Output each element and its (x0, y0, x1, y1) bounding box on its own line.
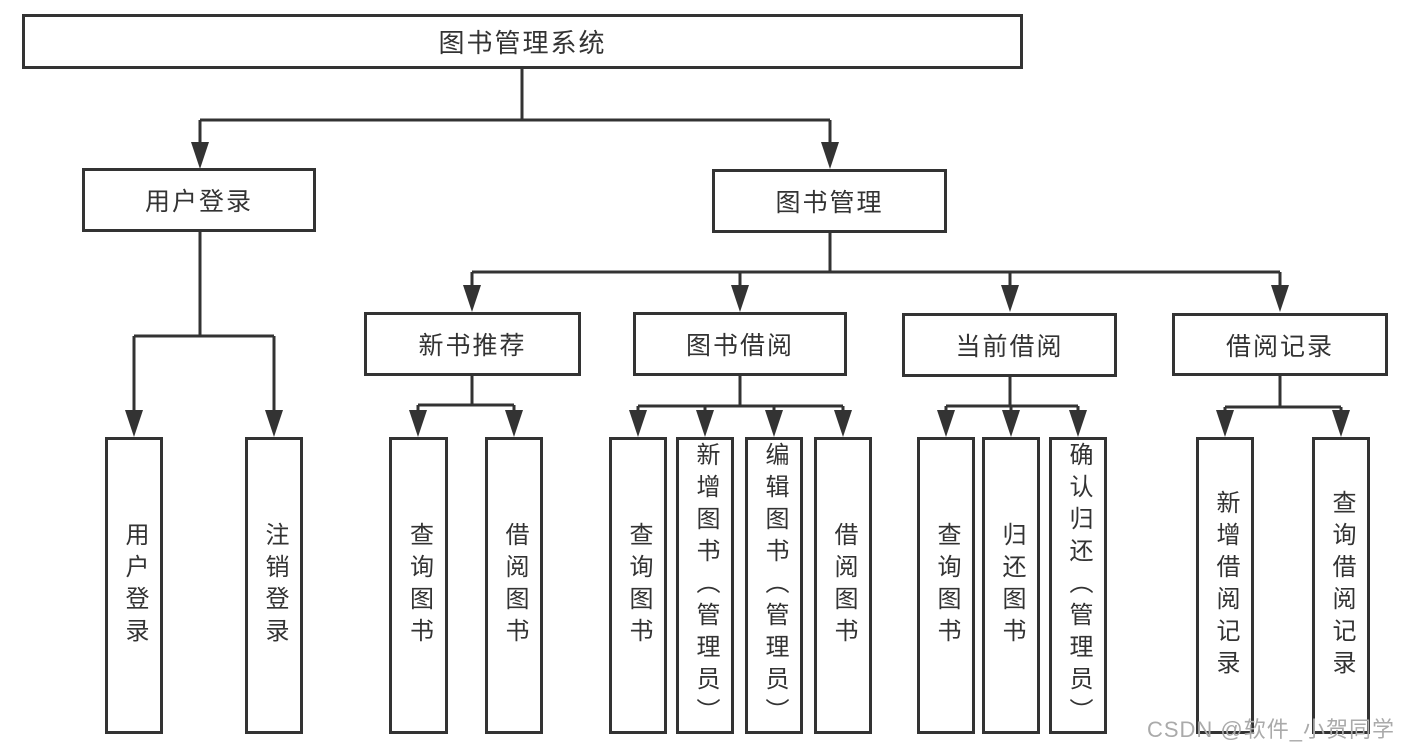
node-query-borrow-record: 查询借阅记录 (1312, 437, 1370, 734)
node-label: 查询借阅记录 (1328, 489, 1355, 682)
node-query-books: 查询图书 (389, 437, 448, 734)
node-borrow-books-2: 借阅图书 (814, 437, 872, 734)
watermark: CSDN @软件_小贺同学 (1146, 717, 1395, 742)
node-edit-books-admin: 编辑图书（管理员） (745, 437, 803, 734)
node-label: 借阅图书 (501, 521, 528, 650)
node-query-books-3: 查询图书 (917, 437, 975, 734)
node-label: 查询图书 (625, 521, 652, 650)
node-borrow-books: 借阅图书 (485, 437, 543, 734)
node-library-management-system: 图书管理系统 (22, 14, 1023, 69)
node-label: 图书管理系统 (438, 28, 607, 58)
node-label: 归还图书 (998, 521, 1025, 650)
node-label: 借阅图书 (830, 521, 857, 650)
node-label: 查询图书 (405, 521, 433, 650)
node-label: 图书管理 (775, 189, 884, 217)
node-label: 用户登录 (144, 188, 253, 216)
node-user-login-leaf: 用户登录 (105, 437, 163, 734)
node-logout: 注销登录 (245, 437, 303, 734)
node-label: 新增借阅记录 (1212, 489, 1239, 682)
node-borrowing-records: 借阅记录 (1172, 313, 1388, 376)
node-add-books-admin: 新增图书（管理员） (676, 437, 734, 734)
node-user-login: 用户登录 (82, 168, 316, 232)
node-current-borrowing: 当前借阅 (902, 313, 1117, 377)
node-label: 确认归还（管理员） (1065, 441, 1092, 730)
node-add-borrow-record: 新增借阅记录 (1196, 437, 1254, 734)
node-label: 新增图书（管理员） (692, 441, 719, 730)
node-new-book-recommendation: 新书推荐 (364, 312, 581, 376)
node-return-books: 归还图书 (982, 437, 1040, 734)
node-label: 注销登录 (261, 521, 288, 650)
node-label: 当前借阅 (955, 333, 1064, 361)
node-book-management: 图书管理 (712, 169, 947, 233)
node-query-books-2: 查询图书 (609, 437, 667, 734)
node-label: 编辑图书（管理员） (761, 441, 788, 730)
node-label: 图书借阅 (685, 332, 794, 360)
node-label: 新书推荐 (418, 332, 527, 360)
node-label: 查询图书 (933, 521, 960, 650)
node-label: 用户登录 (121, 521, 148, 650)
node-label: 借阅记录 (1225, 332, 1334, 361)
node-book-borrowing: 图书借阅 (633, 312, 847, 376)
arrowheads (125, 142, 1350, 437)
node-confirm-return-admin: 确认归还（管理员） (1049, 437, 1107, 734)
